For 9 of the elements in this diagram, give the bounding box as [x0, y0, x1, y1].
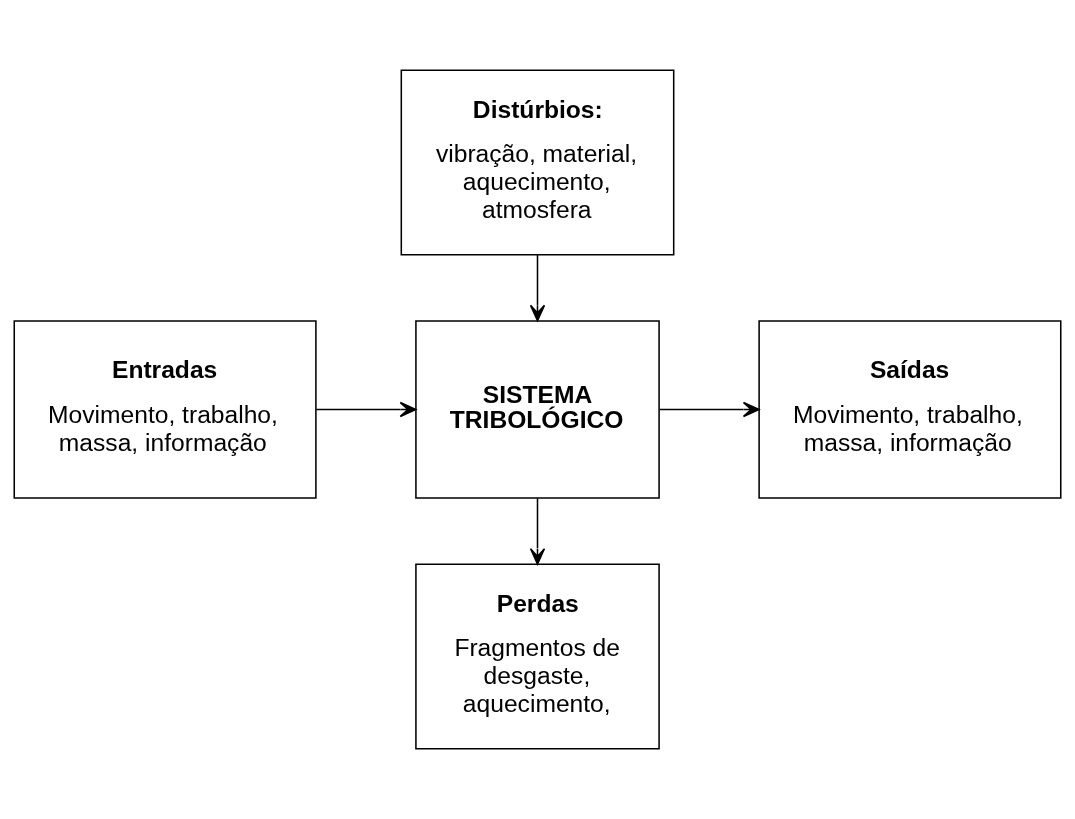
node-box: SISTEMA TRIBOLÓGICO — [415, 320, 660, 499]
node-box: Entradas Movimento, trabalho, massa, informação — [13, 320, 317, 499]
node-box: Distúrbios: vibração, material, aquecimento, atmosfera — [400, 69, 675, 256]
node-box: Saídas Movimento, trabalho, massa, informação — [758, 320, 1062, 499]
arrow — [529, 254, 546, 322]
arrow — [315, 401, 417, 418]
arrow — [658, 401, 760, 418]
node-box: Perdas Fragmentos de desgaste, aquecimento, — [415, 563, 660, 750]
arrow — [529, 497, 546, 565]
